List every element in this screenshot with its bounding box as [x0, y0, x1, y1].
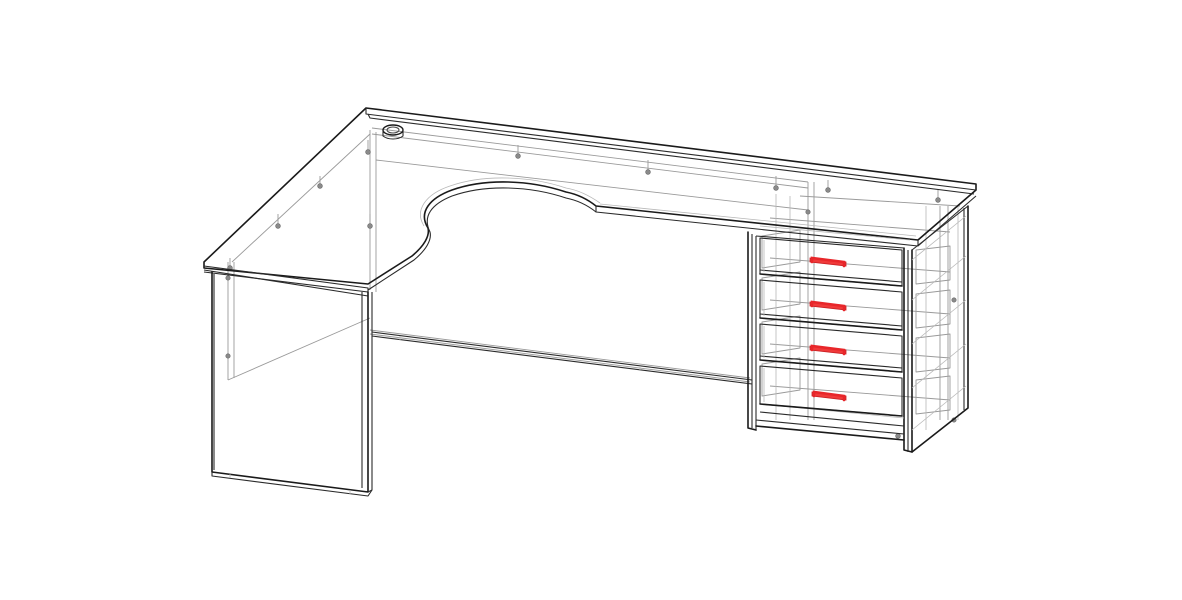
- drawer-handle-icon[interactable]: [809, 256, 847, 268]
- pin: [805, 209, 811, 215]
- drawer-pedestal: [747, 205, 969, 453]
- pin: [275, 214, 281, 229]
- drawer-handle-icon[interactable]: [809, 344, 847, 356]
- drawer-handles: [809, 256, 847, 402]
- pin: [895, 433, 901, 439]
- drawer-handle-icon[interactable]: [811, 390, 847, 402]
- desk-top: [203, 107, 977, 297]
- pin: [225, 275, 231, 281]
- drawer-3[interactable]: [759, 323, 903, 373]
- pin: [317, 176, 323, 189]
- hidden-construction-lines: [227, 127, 961, 430]
- pin: [935, 190, 941, 203]
- pin: [515, 145, 521, 159]
- pin: [773, 176, 779, 191]
- drawer-handle-icon[interactable]: [809, 300, 847, 312]
- drawer-4[interactable]: [759, 365, 903, 417]
- connector-pins: [225, 140, 957, 439]
- modesty-panel: [371, 331, 753, 385]
- pin: [365, 140, 371, 155]
- left-side-panel: [211, 271, 373, 497]
- drawer-2[interactable]: [759, 279, 903, 331]
- pin: [367, 214, 373, 229]
- pin: [825, 180, 831, 193]
- pin: [225, 353, 231, 359]
- pin: [951, 297, 957, 303]
- drawer-1[interactable]: [759, 237, 903, 287]
- pin: [645, 160, 651, 175]
- cable-grommet-icon: [382, 124, 404, 140]
